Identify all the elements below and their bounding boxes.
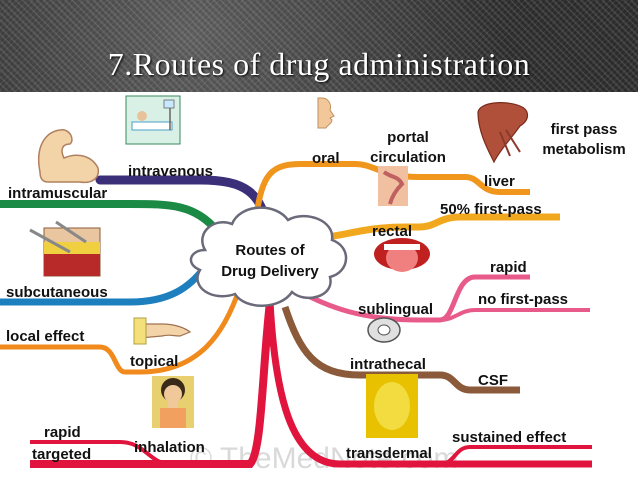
face-profile-icon bbox=[317, 97, 335, 129]
label-liver: liver bbox=[484, 173, 515, 190]
label-targeted: targeted bbox=[32, 446, 91, 463]
title-bar: 7.Routes of drug administration bbox=[0, 0, 638, 92]
label-metabolism: metabolism bbox=[542, 141, 625, 158]
label-rectal: rectal bbox=[372, 223, 412, 240]
label-circulation: circulation bbox=[370, 149, 446, 166]
label-intravenous: intravenous bbox=[128, 163, 213, 180]
label-sublingual: sublingual bbox=[358, 301, 433, 318]
tongue-icon bbox=[374, 238, 430, 272]
branch-transdermal-effect bbox=[439, 445, 592, 466]
label-oral: oral bbox=[312, 150, 340, 167]
hand-icon bbox=[133, 317, 192, 345]
label-local-effect: local effect bbox=[6, 328, 84, 345]
branch-sublingual-nofirst bbox=[439, 308, 590, 322]
syringe-skin-icon bbox=[29, 220, 101, 277]
label-portal: portal bbox=[387, 129, 429, 146]
label-csf: CSF bbox=[478, 372, 508, 389]
branch-transdermal bbox=[266, 301, 592, 468]
branch-inhalation-rapid bbox=[30, 440, 171, 466]
label-intrathecal: intrathecal bbox=[350, 356, 426, 373]
label-intramuscular: intramuscular bbox=[8, 185, 107, 202]
label-rapid-right: rapid bbox=[490, 259, 527, 276]
label-no-first-pass: no first-pass bbox=[478, 291, 568, 308]
label-first-pass: first pass bbox=[551, 121, 618, 138]
label-sustained-effect: sustained effect bbox=[452, 429, 566, 446]
center-line1: Routes of bbox=[235, 242, 305, 259]
label-topical: topical bbox=[130, 353, 178, 370]
liver-icon bbox=[477, 102, 529, 164]
branch-inhalation bbox=[30, 301, 274, 468]
label-subcutaneous: subcutaneous bbox=[6, 284, 108, 301]
center-line2: Drug Delivery bbox=[221, 263, 319, 280]
label-transdermal: transdermal bbox=[346, 445, 432, 462]
branch-intramuscular bbox=[0, 200, 222, 235]
rectum-icon bbox=[378, 166, 408, 206]
label-inhalation: inhalation bbox=[134, 439, 205, 456]
arm-muscle-icon bbox=[38, 129, 100, 184]
branch-sublingual bbox=[298, 274, 530, 323]
branch-topical bbox=[0, 286, 243, 375]
label-rapid-left: rapid bbox=[44, 424, 81, 441]
skin-patch-icon bbox=[366, 374, 418, 438]
hospital-bed-icon bbox=[125, 95, 181, 145]
vertebra-icon bbox=[367, 317, 401, 343]
slide-title: 7.Routes of drug administration bbox=[107, 46, 531, 82]
branch-rectal bbox=[304, 213, 560, 241]
central-cloud: Routes of Drug Delivery bbox=[189, 206, 348, 307]
inhaler-woman-icon bbox=[152, 376, 194, 428]
label-fifty-first-pass: 50% first-pass bbox=[440, 201, 542, 218]
mind-map-diagram: © TheMedNote.com Routes of Drug Delivery bbox=[0, 95, 626, 475]
branch-intrathecal bbox=[281, 305, 520, 394]
branch-oral bbox=[252, 161, 530, 223]
